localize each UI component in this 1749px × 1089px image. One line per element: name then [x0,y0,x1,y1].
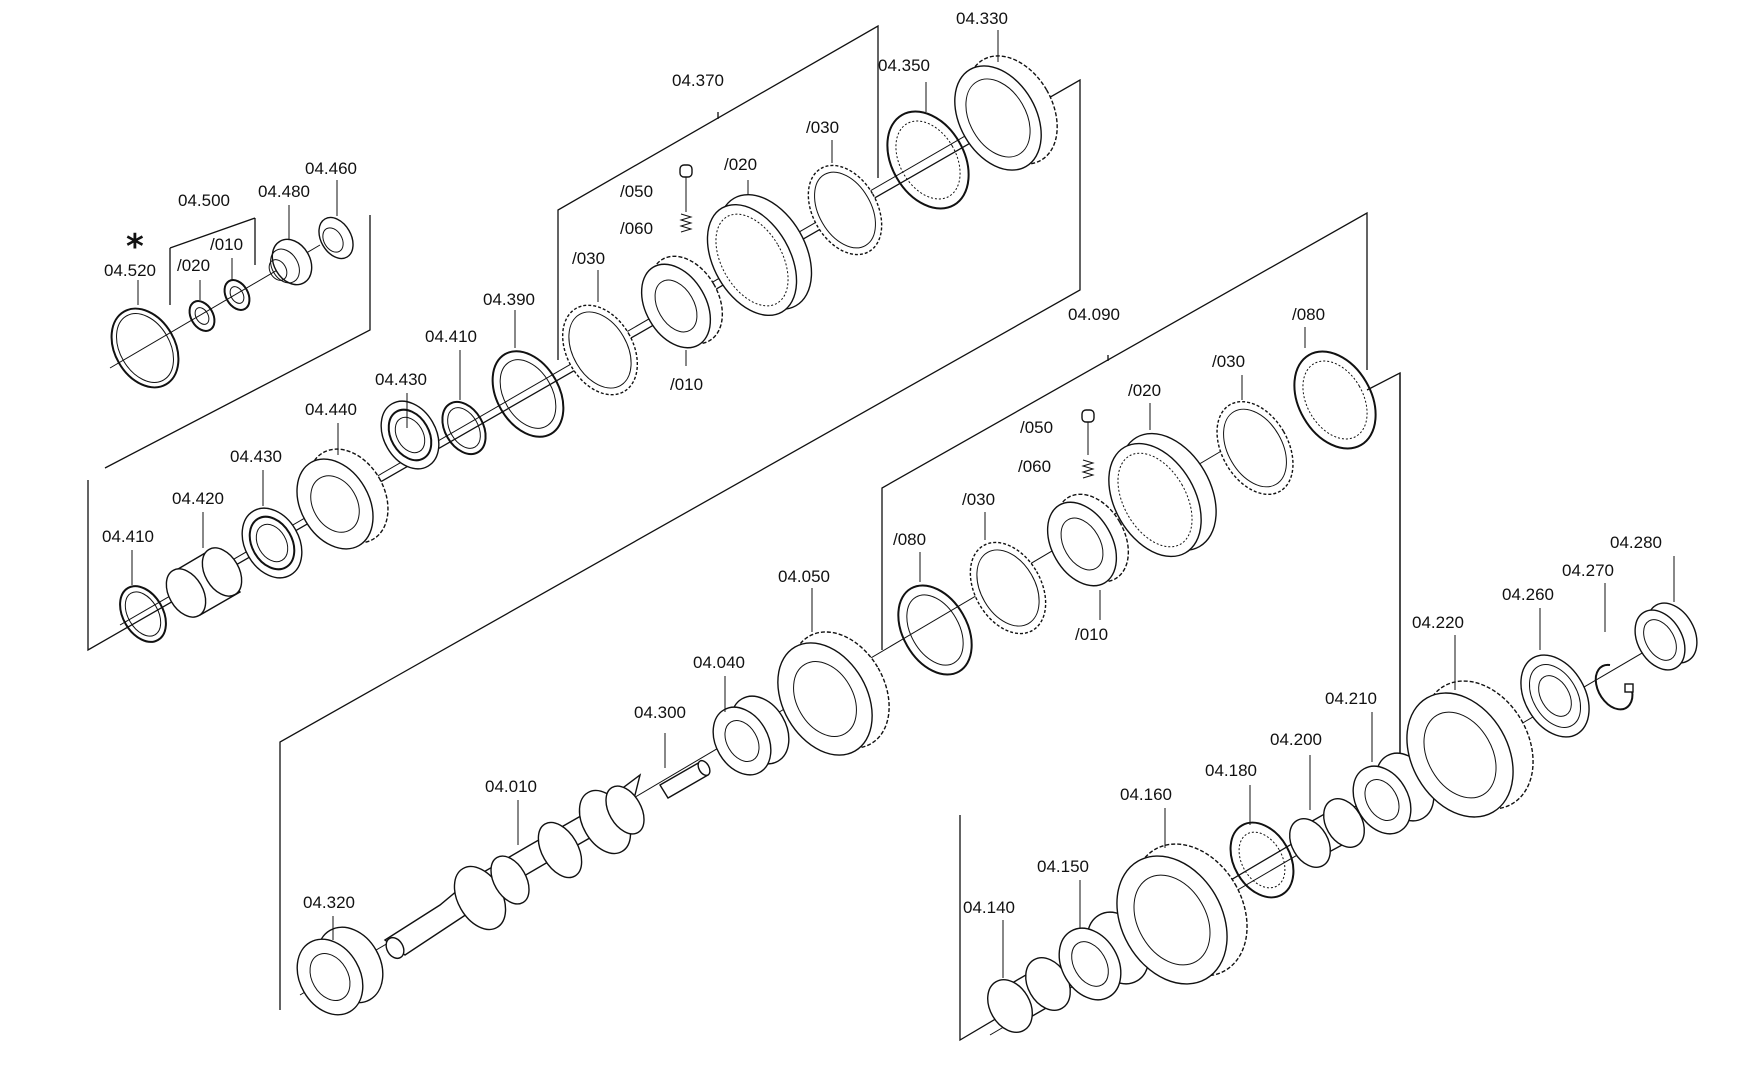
part-04-160-gear [1116,843,1248,985]
part-04-090-060-spring [1081,459,1095,479]
label-04-410-left: 04.410 [102,527,154,546]
label-04-480: 04.480 [258,182,310,201]
label-04-320: 04.320 [303,893,355,912]
label-04-140: 04.140 [963,898,1015,917]
part-04-050-gear [777,631,890,756]
part-04-320-needle-bearing [296,926,384,1016]
part-04-090-010-hub [1046,493,1130,587]
part-04-350-synchro-ring [886,110,970,210]
part-04-410-snap-ring-left [119,585,167,643]
label-04-010: 04.010 [485,777,537,796]
label-04-440: 04.440 [305,400,357,419]
label-04-050: 04.050 [778,567,830,586]
label-04-370-010: /010 [670,375,703,394]
part-04-500-020-washer [188,300,216,332]
label-04-090-010: /010 [1075,625,1108,644]
leader-lines [131,30,1675,978]
callout-labels: * 04.520 04.500 /020 /010 04.480 04.460 … [102,9,1662,917]
label-04-040: 04.040 [693,653,745,672]
label-04-160: 04.160 [1120,785,1172,804]
part-04-040-needle-bearing [712,695,790,776]
part-04-520-ring [110,307,180,389]
label-04-500-020: /020 [177,256,210,275]
part-04-010-main-shaft [383,773,645,960]
part-04-180-synchro-ring [1229,821,1295,899]
label-04-520: 04.520 [104,261,156,280]
label-04-090-050: /050 [1020,418,1053,437]
label-04-180: 04.180 [1205,761,1257,780]
part-04-090-080-synchro-ring-left [897,584,973,676]
label-04-220: 04.220 [1412,613,1464,632]
label-04-350: 04.350 [878,56,930,75]
part-04-370-050-pin [679,164,693,212]
part-04-390-synchro-ring [491,350,565,438]
label-04-370-030-right: /030 [806,118,839,137]
part-04-090-050-pin [1081,409,1095,455]
part-04-090-030-friction-ring-right [1216,400,1294,496]
part-04-140-sleeve [987,957,1071,1033]
label-04-370-030-left: /030 [572,249,605,268]
label-04-090-030-left: /030 [962,490,995,509]
part-04-090-020-sleeve [1108,432,1217,558]
part-04-430-needle-bearing-left [241,507,303,579]
label-04-390: 04.390 [483,290,535,309]
label-04-430-left: 04.430 [230,447,282,466]
part-04-430-needle-bearing-right [380,400,440,470]
label-04-280: 04.280 [1610,533,1662,552]
label-04-370-060: /060 [620,219,653,238]
label-04-090: 04.090 [1068,305,1120,324]
part-04-220-gear [1406,680,1534,818]
part-04-330-gear [954,55,1058,171]
part-04-300-pin [659,759,711,799]
label-04-270: 04.270 [1562,561,1614,580]
label-04-300: 04.300 [634,703,686,722]
part-04-090-030-friction-ring-left [969,541,1047,635]
part-04-370-060-spring [679,213,693,233]
part-04-370-020-sleeve [706,194,813,317]
label-04-150: 04.150 [1037,857,1089,876]
part-04-410-snap-ring-right [441,400,487,456]
part-04-480-bearing [268,238,313,286]
part-04-370-030-friction-ring-right [807,164,883,256]
part-04-420-sleeve [165,547,243,618]
label-04-370-050: /050 [620,182,653,201]
label-04-370: 04.370 [672,71,724,90]
part-04-460-ring [318,216,354,260]
label-04-410-right: 04.410 [425,327,477,346]
label-04-330: 04.330 [956,9,1008,28]
label-04-090-030-right: /030 [1212,352,1245,371]
label-04-090-080-right: /080 [1292,305,1325,324]
part-04-090-080-synchro-ring-right [1293,350,1377,450]
label-04-430-right: 04.430 [375,370,427,389]
label-04-200: 04.200 [1270,730,1322,749]
label-04-210: 04.210 [1325,689,1377,708]
part-04-260-bearing [1520,654,1590,738]
label-04-090-060: /060 [1018,457,1051,476]
part-04-370-030-friction-ring-left [561,304,639,396]
part-04-370-010-hub [640,255,724,349]
part-04-200-sleeve [1289,798,1365,868]
part-04-500-010-washer [223,279,251,311]
label-04-460: 04.460 [305,159,357,178]
label-04-370-020: /020 [724,155,757,174]
label-04-420: 04.420 [172,489,224,508]
part-04-280-ring [1634,602,1698,671]
asterisk-marker: * [126,227,144,267]
label-04-090-020: /020 [1128,381,1161,400]
label-04-090-080-left: /080 [893,530,926,549]
label-04-500-010: /010 [210,235,243,254]
part-04-270-circlip [1594,663,1634,711]
label-04-500: 04.500 [178,191,230,210]
part-04-440-gear [296,448,389,550]
label-04-260: 04.260 [1502,585,1554,604]
